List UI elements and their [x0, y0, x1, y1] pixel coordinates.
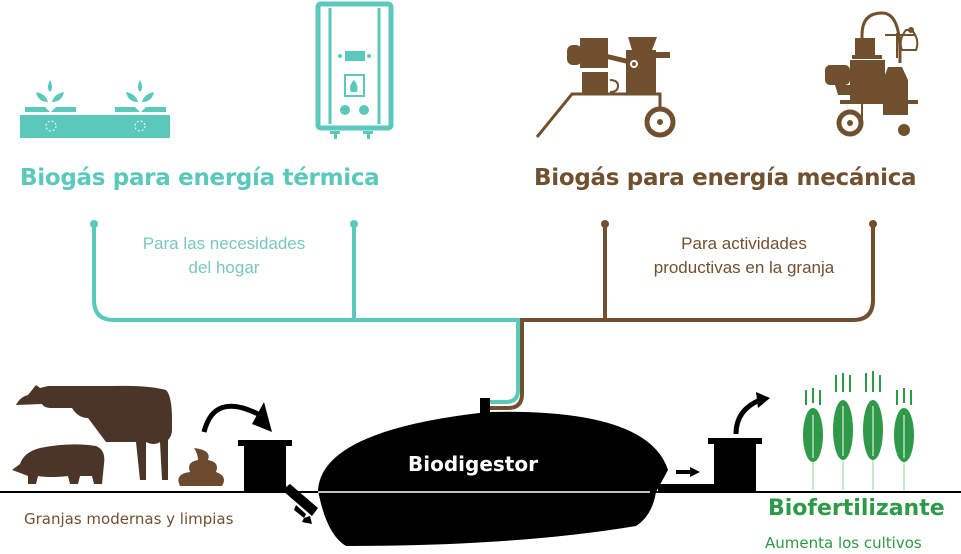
gas-outlet — [480, 398, 490, 414]
farm-label: Granjas modernas y limpias — [24, 510, 234, 528]
mechanical-node-left — [601, 220, 609, 228]
outlet-tank — [658, 438, 762, 492]
feed-arrow-icon — [201, 403, 260, 433]
pig-icon — [12, 444, 105, 484]
fertilizer-subtitle: Aumenta los cultivos — [765, 534, 922, 552]
thermal-connector — [92, 224, 520, 404]
mechanical-description-line: Para actividades — [681, 234, 807, 253]
mechanical-description-line: productivas en la granja — [653, 258, 835, 277]
milking-machine-icon — [825, 11, 919, 137]
chopper-machine-icon — [535, 37, 676, 138]
feed-arrowhead-icon — [252, 402, 272, 432]
cow-icon — [16, 385, 172, 480]
wheat-icon — [803, 371, 914, 490]
digester-label: Biodigestor — [408, 452, 538, 476]
thermal-description-line: del hogar — [188, 258, 260, 277]
thermal-description: Para las necesidades del hogar — [104, 232, 344, 280]
outlet-spout — [646, 460, 664, 480]
fertilizer-arrowhead-icon — [756, 392, 770, 408]
thermal-node-left — [90, 220, 98, 228]
inflow-arrow-icon — [294, 505, 312, 524]
thermal-title: Biogás para energía térmica — [20, 165, 380, 191]
thermal-node-right — [350, 220, 358, 228]
inlet-tank — [238, 440, 318, 516]
gas-stove-icon — [20, 80, 170, 138]
outflow-arrow-icon — [690, 467, 700, 477]
mechanical-connector — [490, 224, 875, 410]
fertilizer-title: Biofertilizante — [768, 496, 945, 521]
thermal-description-line: Para las necesidades — [142, 234, 306, 253]
manure-icon — [178, 448, 224, 486]
water-heater-icon — [315, 1, 394, 139]
mechanical-description: Para actividades productivas en la granj… — [624, 232, 864, 280]
digester-body — [318, 411, 668, 546]
mechanical-node-right — [869, 220, 877, 228]
fertilizer-arrow-icon — [733, 397, 762, 435]
mechanical-title: Biogás para energía mecánica — [534, 165, 917, 191]
